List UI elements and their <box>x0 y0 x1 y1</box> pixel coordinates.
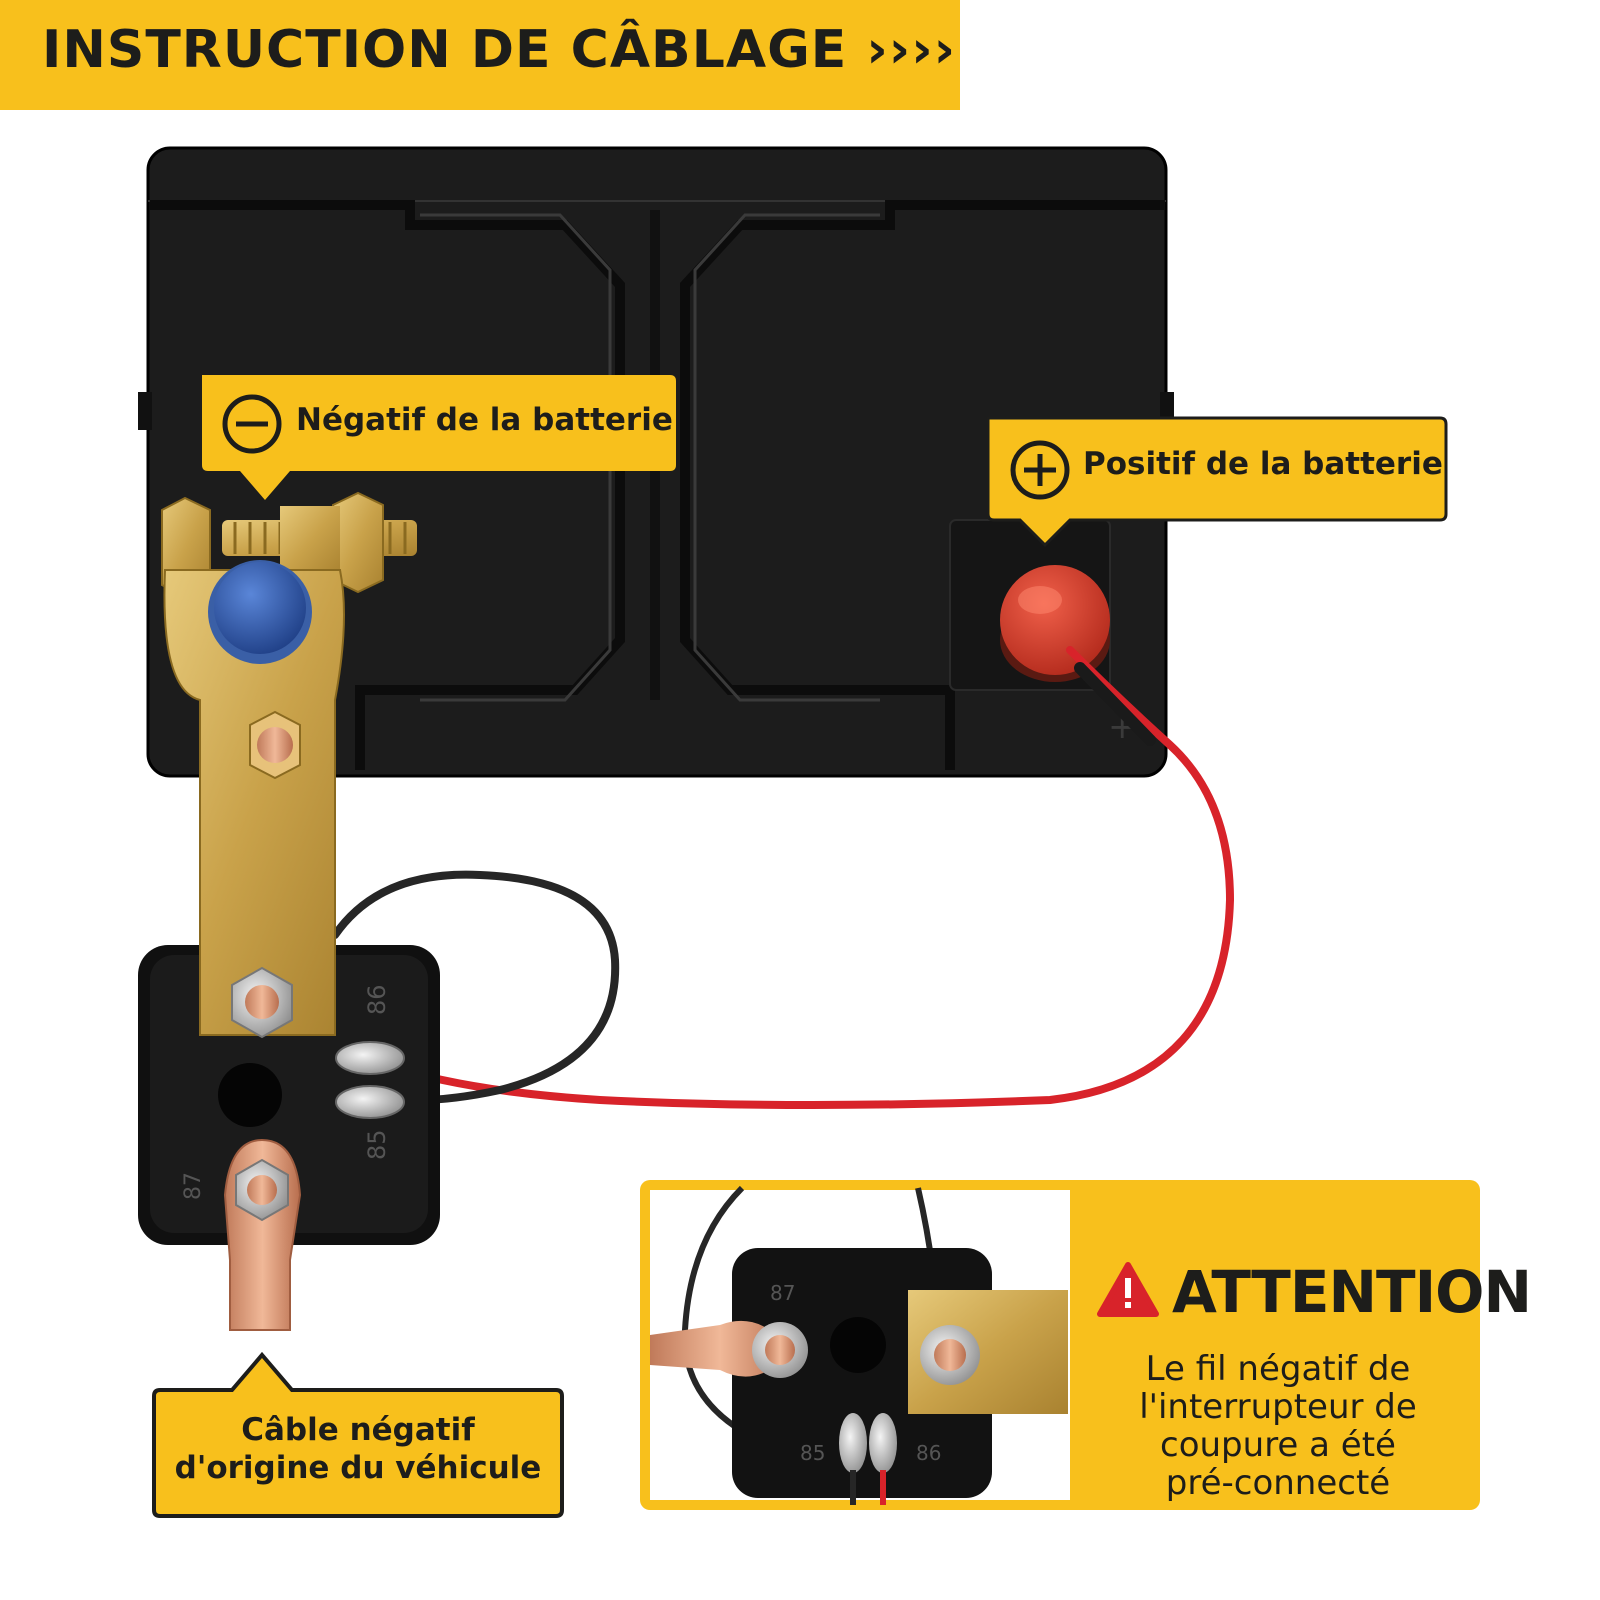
attention-body-line1: Le fil négatif de <box>1145 1349 1411 1389</box>
red-wire <box>381 646 1235 1109</box>
vehicle-cable-callout: Câble négatif d'origine du véhicule <box>152 1351 564 1518</box>
minus-circle-icon <box>222 394 282 454</box>
plus-circle-icon <box>1010 440 1070 500</box>
negative-label: Négatif de la batterie <box>296 402 673 438</box>
positive-label: Positif de la batterie <box>1083 446 1443 482</box>
inset-terminal-85-label: 85 <box>800 1441 825 1465</box>
attention-body: Le fil négatif de l'interrupteur de coup… <box>1068 1350 1488 1502</box>
inset-terminal-86-label: 86 <box>916 1441 941 1465</box>
attention-panel: 87 85 86 <box>640 1180 1480 1510</box>
vehicle-cable-label-line2: d'origine du véhicule <box>175 1450 542 1486</box>
attention-body-line4: pré-connecté <box>1165 1463 1391 1503</box>
vehicle-cable-label-line1: Câble négatif <box>241 1412 475 1448</box>
attention-title: ATTENTION <box>1172 1258 1532 1326</box>
page-title: INSTRUCTION DE CÂBLAGE ›››› <box>42 20 957 80</box>
terminal-87-label: 87 <box>181 1172 206 1200</box>
positive-callout: Positif de la batterie <box>986 416 1448 548</box>
terminal-86-label: 86 <box>363 984 391 1015</box>
terminal-85-label: 85 <box>363 1129 391 1160</box>
black-wire <box>331 870 620 1105</box>
vehicle-cable-lug <box>223 1138 302 1331</box>
negative-callout: Négatif de la batterie <box>202 375 676 500</box>
positive-terminal <box>1000 565 1110 682</box>
inset-terminal-87-label: 87 <box>770 1281 795 1305</box>
attention-body-line3: coupure a été <box>1160 1425 1396 1465</box>
negative-clamp <box>161 491 417 1039</box>
attention-body-line2: l'interrupteur de <box>1139 1387 1417 1427</box>
title-banner: INSTRUCTION DE CÂBLAGE ›››› <box>0 0 960 110</box>
